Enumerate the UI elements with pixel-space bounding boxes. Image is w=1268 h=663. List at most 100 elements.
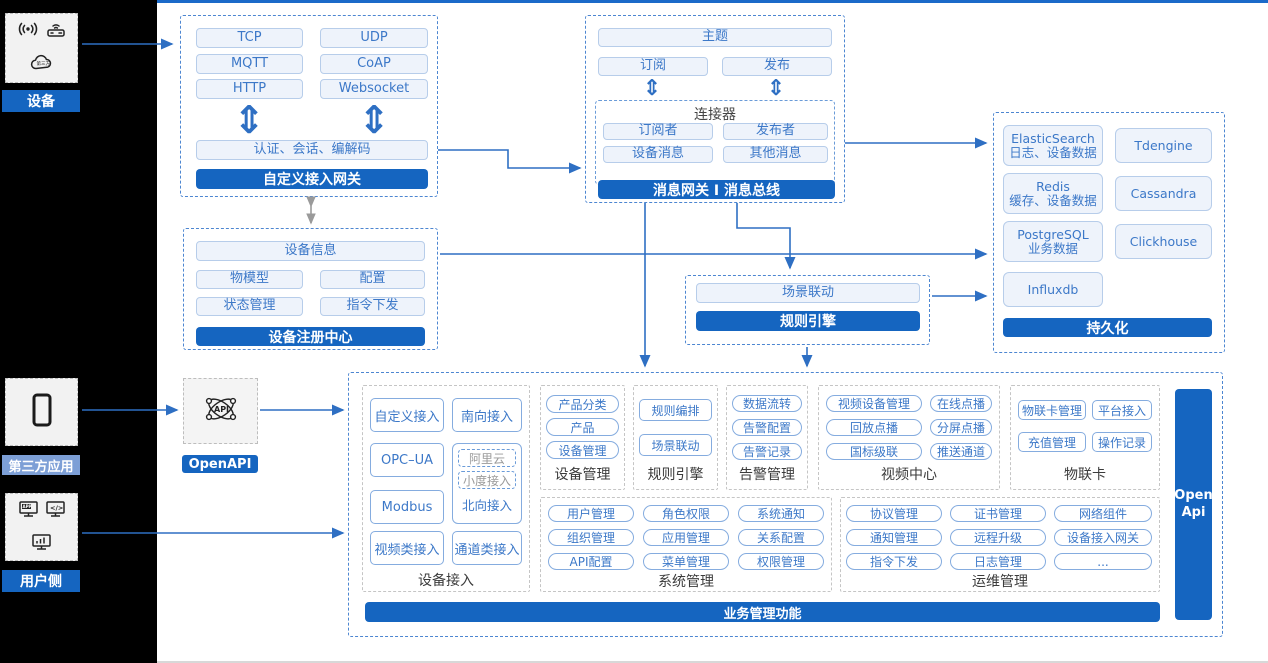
device-mgmt-group: 设备管理 (540, 385, 625, 490)
access-southbound: 南向接入 (452, 398, 522, 432)
registry-thing-model: 物模型 (196, 270, 303, 289)
double-arrow-icon: ⇕ (642, 76, 662, 101)
connector-device-msg: 设备消息 (603, 146, 713, 163)
device-access-label: 设备接入 (418, 573, 474, 589)
db-clickhouse: Clickhouse (1115, 224, 1212, 259)
alarm-group-label: 告警管理 (739, 467, 795, 483)
business-container (348, 372, 1223, 637)
item-user-mgmt: 用户管理 (548, 505, 634, 522)
phone-icon (30, 392, 54, 432)
bus-title-bar: 消息网关 I 消息总线 (598, 180, 835, 199)
ops-mgmt-group: 运维管理 (840, 497, 1160, 592)
user-side-icon-box: APP </> (5, 493, 78, 561)
item-app-mgmt: 应用管理 (643, 529, 729, 546)
business-footer-bar: 业务管理功能 (365, 602, 1160, 622)
item-system-notice: 系统通知 (738, 505, 824, 522)
item-platform-access: 平台接入 (1092, 400, 1152, 420)
device-label: 设备 (2, 90, 80, 112)
item-api-config: API配置 (548, 553, 634, 570)
item-gb-cascade: 国标级联 (826, 443, 922, 460)
third-party-label: 第三方应用 (2, 455, 80, 475)
iot-card-group: 物联卡 (1010, 385, 1160, 490)
item-operation-record: 操作记录 (1092, 432, 1152, 452)
device-icons-box: 第三方 (5, 13, 78, 83)
item-ops-more: ... (1054, 553, 1152, 570)
item-perm-mgmt: 权限管理 (738, 553, 824, 570)
rule-group: 规则引擎 (633, 385, 718, 490)
svg-text:APP: APP (22, 504, 31, 509)
iot-card-label: 物联卡 (1064, 467, 1106, 483)
chart-icon (31, 533, 52, 554)
persistence-title-bar: 持久化 (1003, 318, 1212, 337)
video-group-label: 视频中心 (881, 467, 937, 483)
access-channel: 通道类接入 (452, 531, 522, 565)
user-side-label: 用户侧 (2, 570, 80, 592)
registry-config: 配置 (320, 270, 425, 289)
item-alarm-record: 告警记录 (732, 443, 802, 460)
item-cmd-dispatch: 指令下发 (846, 553, 942, 570)
connector-other-msg: 其他消息 (723, 146, 828, 163)
access-northbound: 北向接入 (458, 495, 516, 513)
system-mgmt-label: 系统管理 (658, 574, 714, 590)
persistence-container (993, 112, 1225, 353)
item-card-mgmt: 物联卡管理 (1018, 400, 1086, 420)
access-custom: 自定义接入 (370, 398, 444, 432)
bus-topic-pill: 主题 (598, 28, 832, 47)
access-xiaodu: 小度接入 (458, 471, 516, 489)
api-network-icon: API (201, 389, 241, 433)
double-arrow-icon: ⇕ (766, 76, 786, 101)
item-product: 产品 (546, 418, 619, 436)
openapi-label: OpenAPI (182, 455, 258, 473)
item-network-component: 网络组件 (1054, 505, 1152, 522)
connector-subscriber: 订阅者 (603, 123, 713, 140)
bus-publish-pill: 发布 (722, 57, 832, 76)
item-split-screen: 分屏点播 (930, 419, 992, 436)
router-icon (45, 20, 67, 42)
db-influxdb: Influxdb (1003, 272, 1103, 307)
video-group: 视频中心 (818, 385, 1000, 490)
item-data-flow: 数据流转 (732, 395, 802, 412)
open-api-bar: Open Api (1174, 389, 1213, 620)
rule-engine-title-bar: 规则引擎 (696, 311, 920, 331)
item-org-mgmt: 组织管理 (548, 529, 634, 546)
protocol-mqtt: MQTT (196, 54, 303, 74)
item-alarm-config: 告警配置 (732, 419, 802, 436)
item-device-mgmt: 设备管理 (546, 441, 619, 459)
db-tdengine: Tdengine (1115, 128, 1212, 163)
device-access-group: 设备接入 (362, 385, 530, 592)
message-bus-container (585, 15, 845, 203)
item-protocol-mgmt: 协议管理 (846, 505, 942, 522)
item-remote-upgrade: 远程升级 (950, 529, 1046, 546)
access-opcua: OPC–UA (370, 443, 444, 477)
item-role-perms: 角色权限 (643, 505, 729, 522)
double-arrow-icon: ⇕ (233, 98, 265, 142)
item-cert-mgmt: 证书管理 (950, 505, 1046, 522)
protocol-http: HTTP (196, 79, 303, 99)
rule-engine-container (685, 275, 930, 345)
protocol-udp: UDP (320, 28, 428, 48)
item-device-access-gw: 设备接入网关 (1054, 529, 1152, 546)
third-party-icon-box (5, 378, 78, 446)
device-mgmt-label: 设备管理 (554, 467, 611, 483)
app-icon: APP (18, 500, 39, 521)
item-online-play: 在线点播 (930, 395, 992, 412)
registry-container (183, 228, 438, 350)
item-notice-mgmt: 通知管理 (846, 529, 942, 546)
item-playback: 回放点播 (826, 419, 922, 436)
gateway-auth-pill: 认证、会话、编解码 (196, 140, 428, 160)
protocol-tcp: TCP (196, 28, 303, 48)
system-mgmt-group: 系统管理 (540, 497, 832, 592)
item-rule-orchestration: 规则编排 (639, 399, 712, 421)
registry-status-mgmt: 状态管理 (196, 297, 303, 316)
protocol-coap: CoAP (320, 54, 428, 74)
connector-publisher: 发布者 (723, 123, 828, 140)
connector-title: 连接器 (694, 107, 736, 123)
signal-icon (17, 20, 39, 42)
gateway-title-bar: 自定义接入网关 (196, 169, 428, 189)
access-modbus: Modbus (370, 490, 444, 524)
item-push-channel: 推送通道 (930, 443, 992, 460)
double-arrow-icon: ⇕ (358, 98, 390, 142)
registry-info-pill: 设备信息 (196, 241, 425, 261)
